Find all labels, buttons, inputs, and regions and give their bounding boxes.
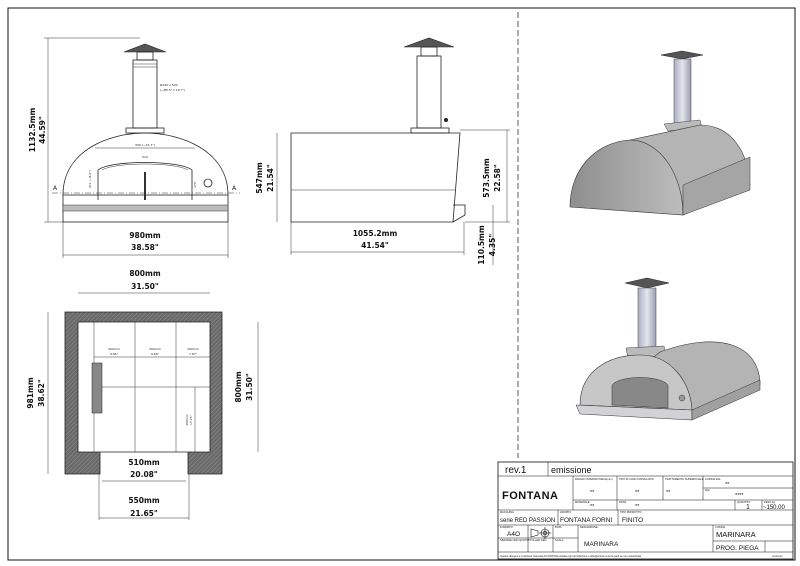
top-depth-in: 38.62" xyxy=(37,379,46,407)
chimney-note-1: Ø140 x 500 xyxy=(160,82,178,87)
gruppo-value: FONTANA FORNI xyxy=(560,517,612,524)
formato-label: FORMATO xyxy=(500,525,513,529)
width-mm-label: 980mm xyxy=(129,231,160,240)
front-view: A A 550 (~21.7") 510 211 (~8.6") 170 Ø14… xyxy=(28,37,240,258)
inner-depth-in: 31.50" xyxy=(245,373,254,401)
emission-label: emissione xyxy=(551,465,592,475)
top-width-in: 31.50" xyxy=(131,282,159,291)
macchina-label: MACCHINA xyxy=(500,510,514,514)
title-block: rev.1 emissione FONTANA RAGGIO INTERNO P… xyxy=(497,461,794,560)
cava-label: TIPO DI CAVA CONSIGLIATO xyxy=(619,477,654,481)
render-3d-back xyxy=(569,50,751,216)
side-body xyxy=(290,132,461,223)
ledge-mm: 110.5mm xyxy=(477,225,486,265)
mouth-inner-mm: 510mm xyxy=(128,458,159,467)
chimney-note-2: (~Ø5.5" x 19.7") xyxy=(160,87,185,92)
tile-vertical-mm: 400mm xyxy=(185,414,189,426)
codice-label: CODICE xyxy=(715,525,725,529)
toller-label: TOLLER.GEN. xyxy=(530,538,547,542)
inner-depth-mm: 800mm xyxy=(234,371,243,402)
codice-value: MARINARA xyxy=(716,530,756,539)
fontana-logo: FONTANA xyxy=(502,490,558,502)
top-depth-mm: 981mm xyxy=(26,377,35,408)
peso-label: PESO Kg xyxy=(764,500,776,504)
note-label: NOTE xyxy=(619,500,626,504)
note-value: ** xyxy=(635,504,640,510)
render-3d-front xyxy=(575,277,761,421)
side-height-in: 21.54" xyxy=(266,164,275,192)
mouth-outer-mm: 550mm xyxy=(128,496,159,505)
top-width-mm: 800mm xyxy=(129,269,160,278)
burner xyxy=(91,362,103,414)
macchina-value: serie RED PASSION xyxy=(500,518,555,524)
total-height-in: 22.58" xyxy=(493,164,502,192)
oven-wall-section xyxy=(64,311,223,475)
prog-piega: PROG. PIEGA xyxy=(716,545,759,552)
thermometer-icon xyxy=(203,178,213,188)
oven-door-opening xyxy=(97,162,193,200)
sheet-border xyxy=(7,7,796,561)
dome-outline xyxy=(62,132,229,196)
trattamento-label: TRATTAMENTO SUPERFICIALE xyxy=(665,477,704,481)
door-width-label: 550 (~21.7") xyxy=(135,143,155,147)
tile-2-in: 9.84" xyxy=(151,352,160,356)
descrizione-value: MARINARA xyxy=(584,541,619,548)
chimney xyxy=(132,59,158,129)
codice-ral-label: CODICE RAL xyxy=(705,477,721,481)
ral-value: **** xyxy=(735,493,744,499)
door-side-label: 170 xyxy=(193,182,197,188)
quantita-label: QUANTITA' xyxy=(737,500,751,504)
tile-2-mm: 250mm xyxy=(149,347,161,351)
disclaimer-code: xxxxxxxx xyxy=(772,555,783,558)
tile-1-in: 9.84" xyxy=(110,352,119,356)
scala-label: SCALA xyxy=(555,538,564,542)
materiale-label: MATERIALE xyxy=(575,500,590,504)
total-height-mm: 573.5mm xyxy=(482,158,491,198)
ral-label: RAL xyxy=(705,488,711,492)
mouth-outer-in: 21.65" xyxy=(130,509,158,518)
mouth-inner-in: 20.08" xyxy=(130,470,158,479)
side-view: 547mm 21.54" 573.5mm 22.58" 110.5mm 4.35… xyxy=(255,37,510,265)
door-inner-label: 510 xyxy=(142,155,148,159)
height-mm-label: 1132.5mm xyxy=(28,108,37,153)
formato-value: A4O xyxy=(507,531,520,538)
tile-3-in: 7.87" xyxy=(189,352,198,356)
door-height-label: 211 (~8.6") xyxy=(88,170,92,188)
cava-value: ** xyxy=(635,490,640,496)
tile-1-mm: 250mm xyxy=(108,347,120,351)
materiale-value: ** xyxy=(590,504,595,510)
width-in-label: 38.58" xyxy=(131,243,159,252)
section-mark-left: A xyxy=(53,185,58,192)
data-label: DATA xyxy=(555,525,562,529)
side-height-mm: 547mm xyxy=(255,162,264,193)
raggio-label: RAGGIO INTERNO PIEGA(mm) xyxy=(575,477,613,481)
peso-value: ~150.00 xyxy=(763,505,786,511)
sbavare-label: SBAVARE NON QUOTATI xyxy=(500,538,530,542)
depth-mm: 1055.2mm xyxy=(353,229,398,238)
section-mark-right: A xyxy=(232,185,237,192)
depth-in: 41.54" xyxy=(361,241,389,250)
tile-3-mm: 200mm xyxy=(187,347,199,351)
tile-vertical-in: 15.75" xyxy=(189,414,193,425)
gruppo-label: GRUPPO xyxy=(560,510,571,514)
height-in-label: 44.59" xyxy=(38,116,47,144)
raggio-value: ** xyxy=(590,490,595,496)
chimney-cap xyxy=(123,43,167,53)
revision: rev.1 xyxy=(505,465,527,476)
ledge-in: 4.35" xyxy=(488,234,497,257)
trattamento-value: ** xyxy=(666,490,671,496)
disclaimer: Questo disegno e' proprieta' riservata d… xyxy=(500,554,642,558)
projection-symbol-icon xyxy=(530,527,551,539)
tipo-value: FINITO xyxy=(622,517,643,524)
chimney xyxy=(416,55,442,129)
top-view-section: 800mm 31.50" 250mm 9.84" 250mm 9.84" 200… xyxy=(26,269,259,520)
tipo-label: TIPO PRODOTTO xyxy=(620,510,641,514)
quantita-value: 1 xyxy=(746,504,750,511)
codice-ral-value: ** xyxy=(725,482,730,488)
descrizione-label: DESCRIZIONE xyxy=(580,525,598,529)
